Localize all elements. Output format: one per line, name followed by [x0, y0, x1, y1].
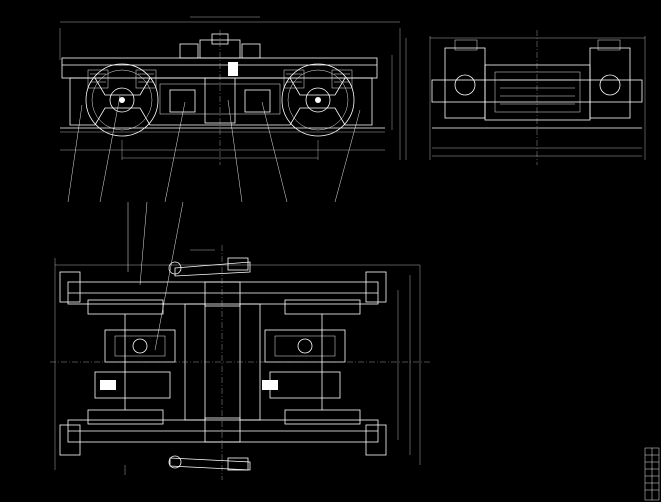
- title-block: [644, 447, 660, 501]
- plan-view: [50, 201, 430, 480]
- end-view: [429, 30, 646, 165]
- side-elevation-view: [59, 16, 407, 203]
